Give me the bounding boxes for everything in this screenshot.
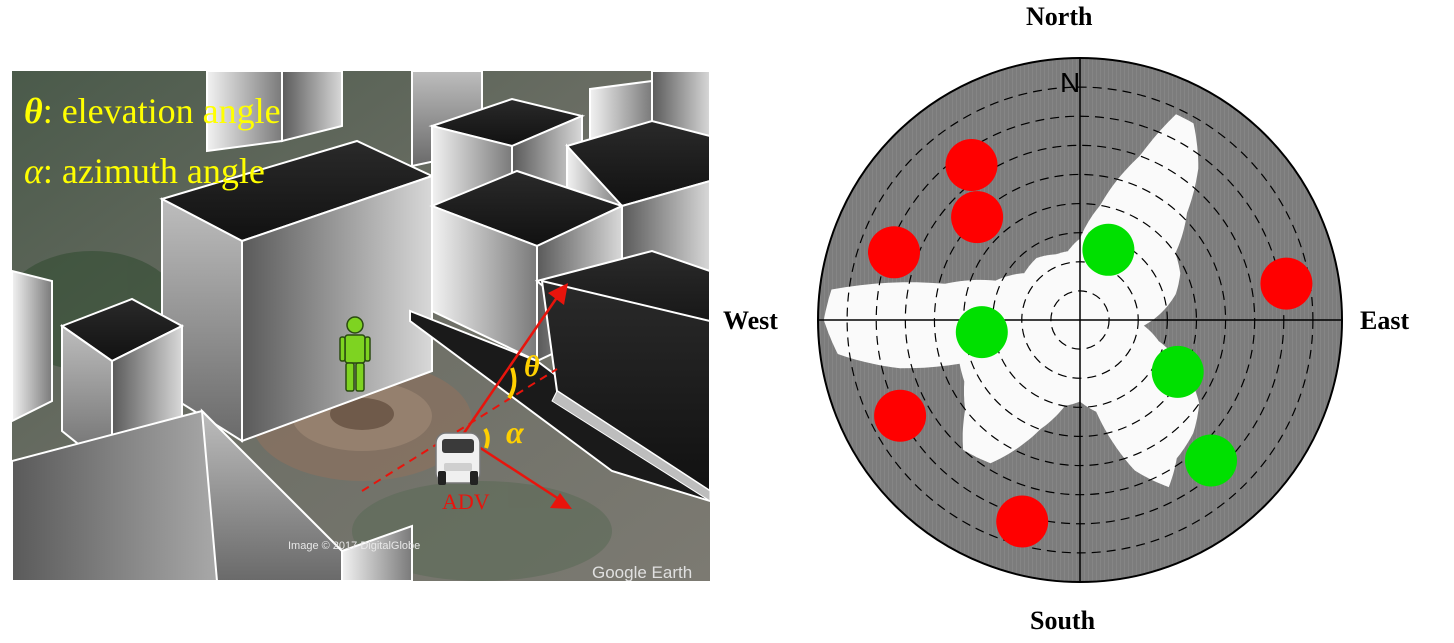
blocked-satellite-marker xyxy=(996,495,1049,548)
visible-satellite-marker xyxy=(1151,345,1204,398)
blocked-satellite-marker xyxy=(945,139,998,191)
open-sky-region xyxy=(823,114,1200,488)
visible-satellite-marker xyxy=(1082,223,1135,276)
elevation-symbol: θ xyxy=(24,91,43,131)
imagery-credit: Image © 2017 DigitalGlobe xyxy=(288,540,421,552)
north-label: North xyxy=(1026,2,1093,31)
elevation-arrow xyxy=(460,283,568,437)
visible-satellite-marker xyxy=(955,306,1008,359)
sky-plot: N xyxy=(817,57,1343,583)
south-label: South xyxy=(1030,606,1096,635)
blocked-satellite-marker xyxy=(868,226,920,279)
azimuth-symbol: α xyxy=(24,151,43,191)
north-marker: N xyxy=(1060,67,1080,98)
vehicle-icon xyxy=(435,432,481,485)
provider-logo: Google Earth xyxy=(592,563,693,581)
azimuth-caption-text: : azimuth angle xyxy=(42,151,265,191)
blocked-satellite-marker xyxy=(874,389,927,442)
azimuth-angle-arc xyxy=(483,427,490,449)
visible-satellite-marker xyxy=(1185,434,1237,487)
vehicle-label: ADV xyxy=(442,489,490,514)
elevation-caption-text: : elevation angle xyxy=(42,91,281,131)
azimuth-angle-marker: α xyxy=(506,414,524,450)
building-foreground xyxy=(12,408,413,581)
city-scene-panel: θ: elevation angle α: azimuth angle θ α … xyxy=(12,71,710,581)
east-label: East xyxy=(1360,306,1410,335)
horizon-circle xyxy=(817,57,1343,583)
satellite-layer xyxy=(868,139,1313,548)
elevation-angle-arc xyxy=(507,367,517,400)
azimuth-reference-line xyxy=(361,368,558,492)
blocked-satellite-marker xyxy=(951,191,1004,244)
elevation-caption: θ: elevation angle xyxy=(24,93,281,129)
building-right-low xyxy=(409,249,710,503)
azimuth-caption: α: azimuth angle xyxy=(24,153,265,189)
pedestrian-icon xyxy=(339,316,371,392)
west-label: West xyxy=(723,306,778,335)
city-scene-graphic xyxy=(12,71,710,581)
elevation-angle-marker: θ xyxy=(524,350,540,383)
blocked-satellite-marker xyxy=(1260,257,1313,310)
